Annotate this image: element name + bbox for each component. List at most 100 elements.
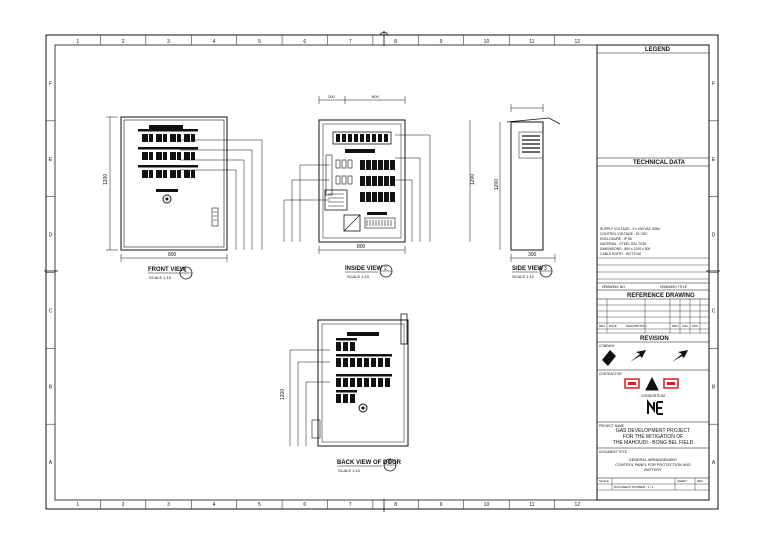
back-top-label-plate	[347, 332, 379, 336]
front-view-scale: SCALE 1:10	[149, 275, 172, 280]
front-cabinet-outline	[120, 116, 228, 251]
front-width-dim: 800	[168, 252, 177, 258]
contactor-icon	[335, 159, 341, 169]
side-vent-grille	[518, 131, 544, 159]
rev-col-rev: REV.	[599, 324, 606, 328]
wired-device-icon	[378, 378, 383, 387]
front-pushbutton-array	[138, 129, 198, 178]
rev-col-date: DATE	[609, 324, 617, 328]
inside-view-scale: SCALE 1:10	[347, 274, 370, 279]
rev-col-chk: CHK	[682, 324, 688, 328]
inside-width-dim: 800	[357, 244, 366, 250]
button-row-label	[138, 165, 198, 168]
row-label: F	[49, 81, 52, 87]
inside-leader-lines-right	[395, 134, 431, 242]
pilot-light-icon	[149, 134, 153, 142]
column-label: 5	[258, 39, 261, 45]
row-label: E	[712, 157, 716, 163]
block-label	[336, 374, 392, 377]
contactor-icon	[347, 159, 353, 169]
back-callout-number: 4	[388, 460, 391, 466]
wired-device-icon	[350, 378, 355, 387]
column-label: 8	[394, 502, 397, 508]
contractor-label: CONTRACTOR	[599, 372, 622, 376]
row-label: C	[712, 308, 716, 314]
front-hinge	[211, 207, 219, 227]
breaker-icon	[348, 134, 352, 142]
button-row-label	[138, 129, 198, 132]
breaker-icon	[360, 134, 364, 142]
column-label: 7	[349, 502, 352, 508]
inside-terminal-strip-bottom	[364, 217, 396, 229]
relay-icon	[384, 192, 389, 202]
relay-icon	[390, 160, 395, 170]
pushbutton-icon	[184, 152, 190, 160]
relay-icon	[366, 160, 371, 170]
project-label: PROJECT NAME	[599, 424, 624, 428]
back-view-scale: SCALE 1:10	[338, 468, 361, 473]
side-cabinet-outline	[510, 121, 544, 251]
column-label: 12	[575, 39, 581, 45]
revision-table: REV. DATE DESCRIPTION DRN CHK APP	[597, 299, 709, 334]
wired-device-icon	[350, 394, 355, 403]
rev-col-app: APP	[692, 324, 698, 328]
column-label: 2	[122, 39, 125, 45]
wired-device-icon	[343, 342, 348, 351]
consortium-label: CONSORTIUM	[641, 394, 665, 398]
relay-icon	[378, 176, 383, 186]
column-label: 1	[76, 502, 79, 508]
pushbutton-icon	[170, 152, 176, 160]
pushbutton-icon	[184, 170, 190, 178]
relay-icon	[372, 192, 377, 202]
pushbutton-icon	[156, 134, 162, 142]
back-door-lock-icon	[358, 403, 368, 413]
reference-drawing-label: REFERENCE DRAWING	[627, 293, 695, 299]
column-label: 12	[575, 502, 581, 508]
tech-line-3: ENCLOSURE : IP 55	[600, 237, 632, 241]
block-label	[336, 338, 357, 341]
front-height-dim: 1200	[103, 174, 109, 185]
document-line-3: BATTERY	[644, 468, 662, 472]
inside-view: 200 600 800 1200 INSIDE VIEW SCALE 1:10 …	[283, 94, 476, 279]
front-view: 1200 800 FRONT VIEW SCALE 1:10 1	[103, 116, 263, 280]
front-callout-number: 1	[184, 268, 187, 274]
company-logo-icon	[602, 350, 616, 366]
tech-line-5: DIMENSIONS : 800 x 1200 x 300	[600, 247, 650, 251]
project-line-2: FOR THE MITIGATION OF	[623, 434, 683, 440]
outer-frame	[45, 34, 719, 510]
drawing-no-label: DRAWING NO.	[602, 285, 626, 289]
front-view-title: FRONT VIEW	[148, 267, 186, 273]
inside-transformer	[343, 214, 361, 232]
relay-icon	[378, 160, 383, 170]
relay-icon	[378, 192, 383, 202]
wired-device-icon	[343, 394, 348, 403]
wired-device-icon	[385, 378, 390, 387]
wired-device-icon	[343, 378, 348, 387]
column-label: 6	[303, 39, 306, 45]
contactor-icon	[341, 175, 347, 185]
center-mark-top	[379, 31, 389, 46]
document-line-1: GENERAL ARRANGEMENT	[629, 458, 678, 462]
column-label: 8	[394, 39, 397, 45]
wired-device-icon	[336, 378, 341, 387]
pushbutton-icon	[142, 170, 148, 178]
pilot-light-icon	[177, 134, 181, 142]
tech-line-4: MATERIAL : STEEL RAL 7035	[600, 242, 646, 246]
project-line-1: GAS DEVELOPMENT PROJECT	[616, 428, 690, 434]
document-title-label: DOCUMENT TITLE	[599, 450, 627, 454]
side-view-title: SIDE VIEW	[512, 266, 543, 272]
document-number: DOCUMENT NUMBER : 1 / 2	[614, 485, 654, 489]
column-label: 11	[529, 39, 534, 45]
back-handle	[400, 313, 408, 345]
wired-device-icon	[336, 394, 341, 403]
wired-device-icon	[336, 358, 341, 367]
inside-top-breakers	[336, 134, 388, 142]
footer-rev-label: REV	[697, 479, 703, 483]
breaker-icon	[372, 134, 376, 142]
relay-icon	[366, 192, 371, 202]
inside-callout-number: 2	[384, 266, 387, 272]
column-label: 2	[122, 502, 125, 508]
inside-height-dim: 1200	[470, 174, 476, 185]
